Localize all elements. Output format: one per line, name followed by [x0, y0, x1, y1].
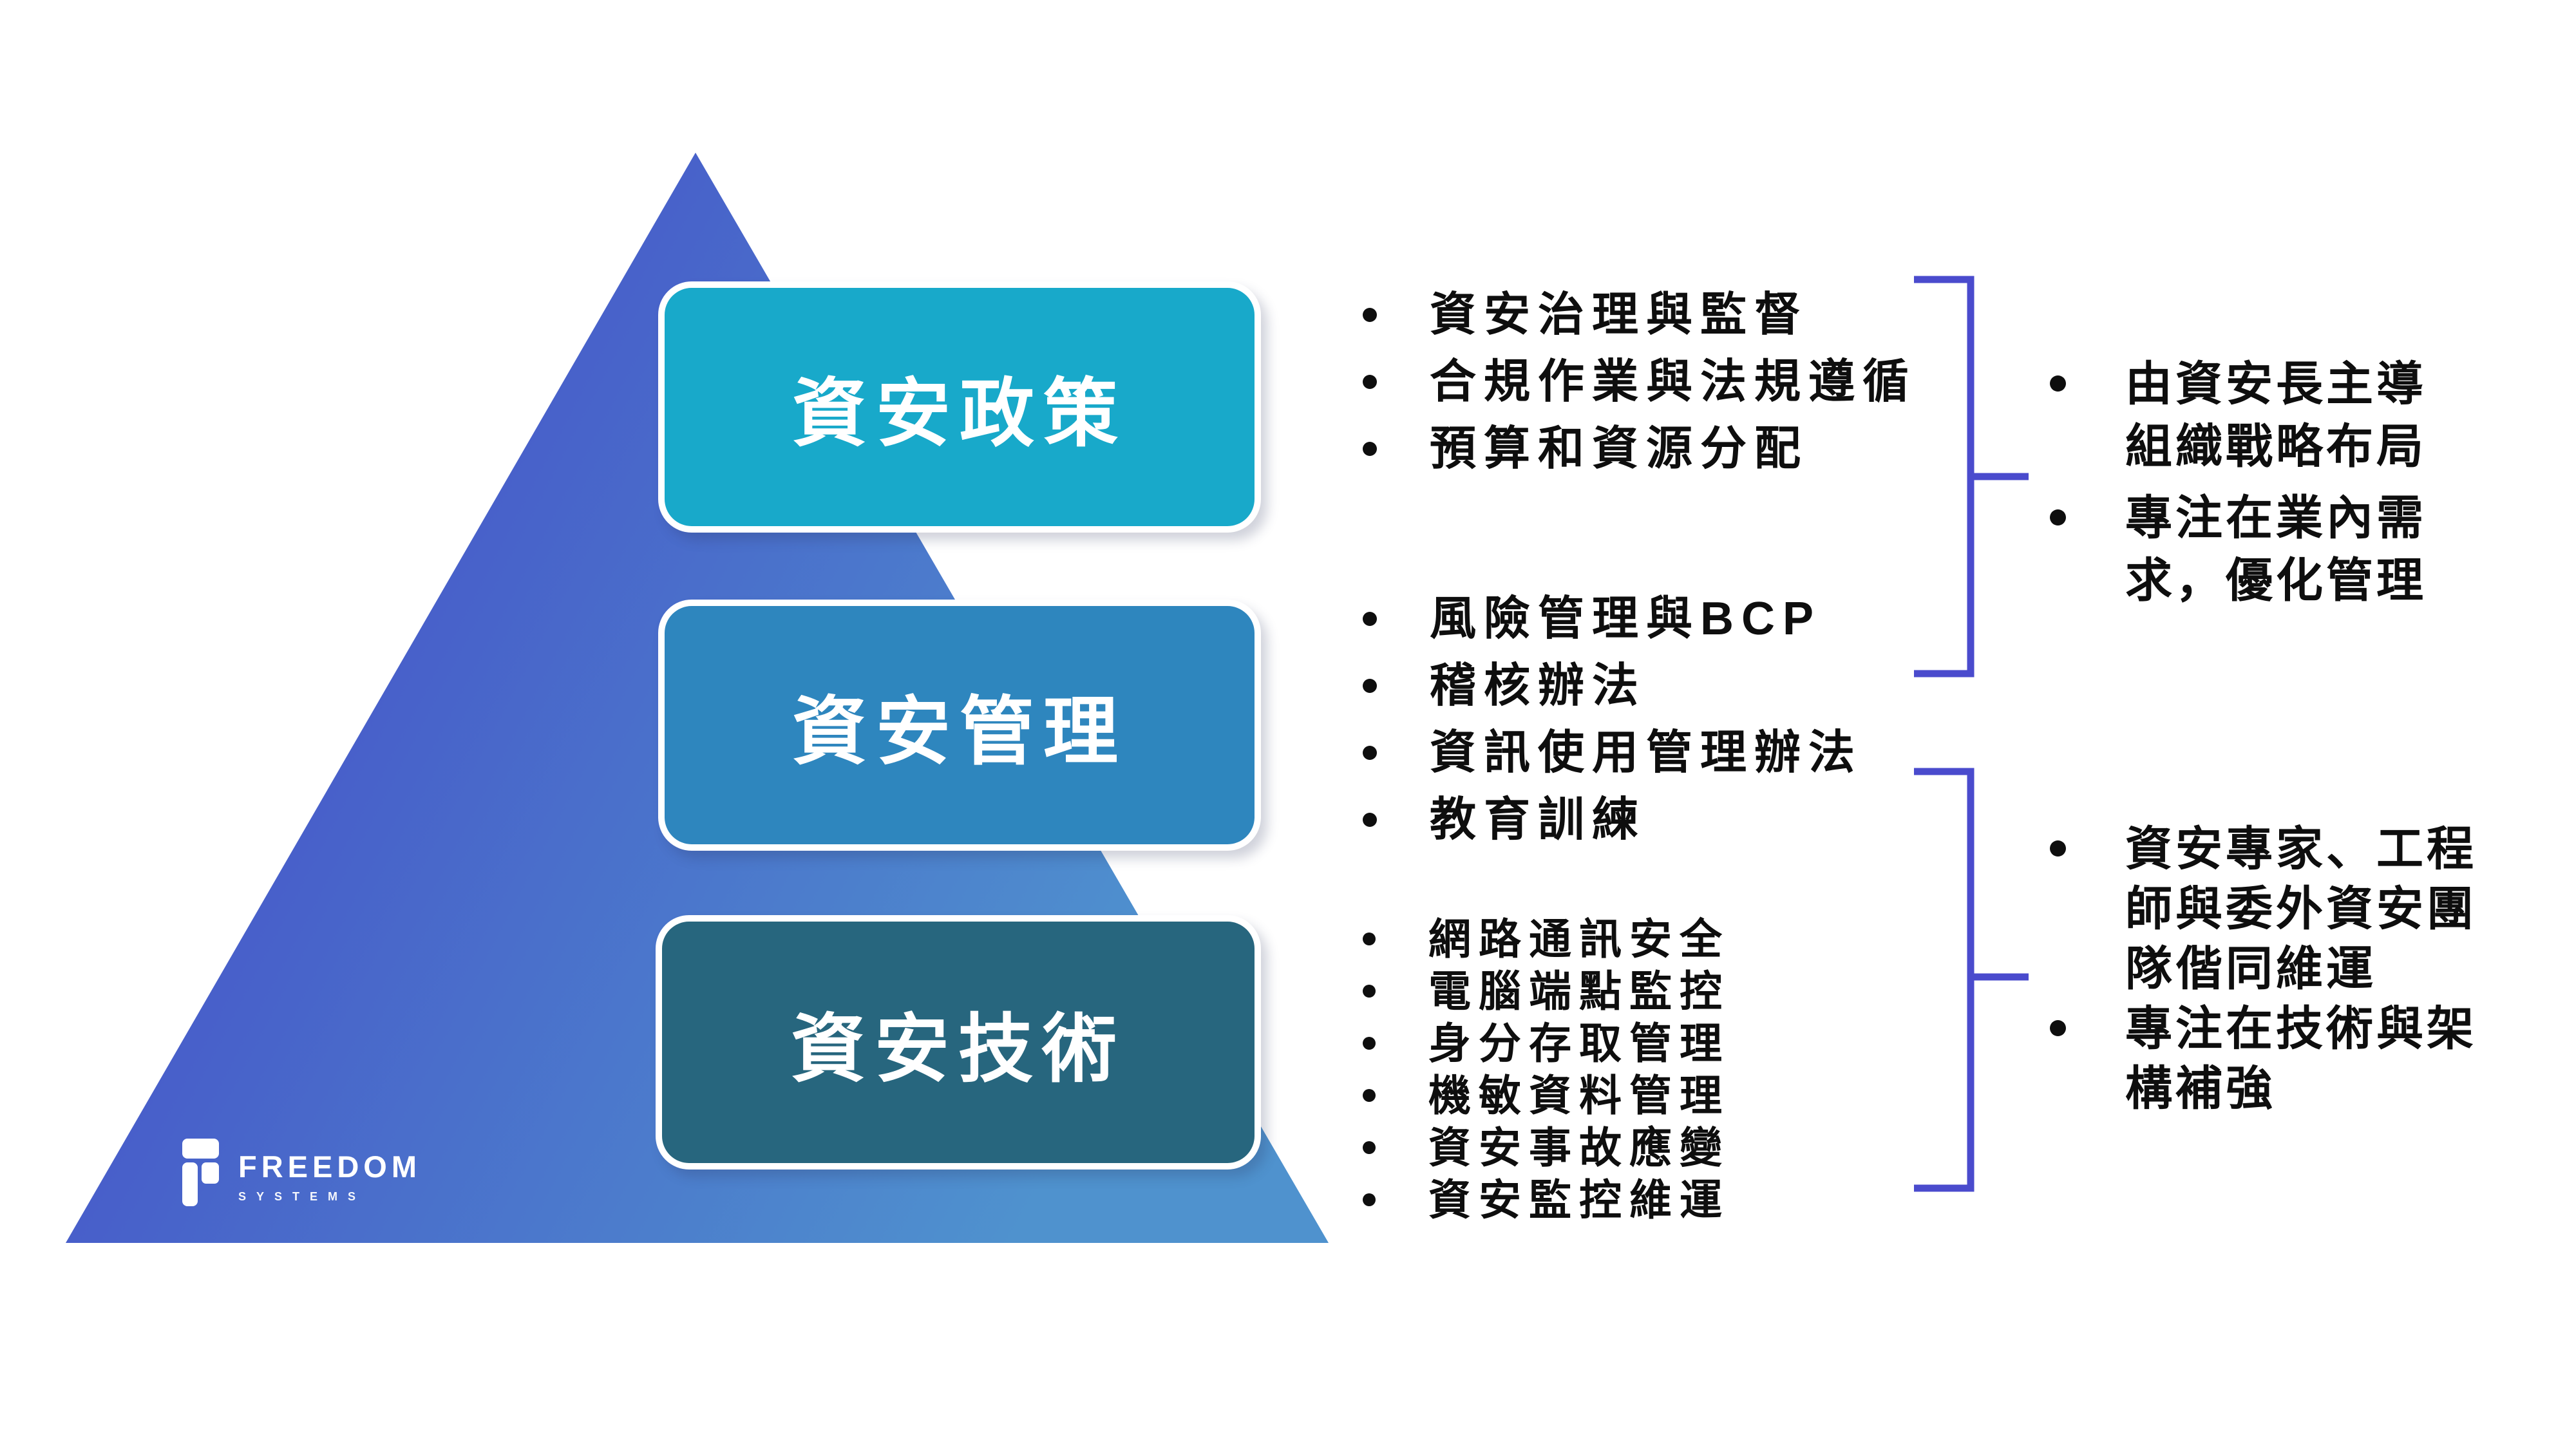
- list-item-text: 機敏資料管理: [1428, 1072, 1730, 1119]
- policy-bullet-list: 資安治理與監督 合規作業與法規遵循 預算和資源分配: [1363, 281, 1917, 482]
- bullet-dot: [1363, 933, 1376, 945]
- logo-shape: [202, 1162, 219, 1184]
- bullet-dot: [2050, 509, 2066, 526]
- list-item: 資安監控維運: [1363, 1174, 1730, 1226]
- bracket-governance: [1914, 276, 2029, 677]
- bullet-dot: [1363, 1141, 1376, 1154]
- bullet-dot: [1363, 442, 1377, 456]
- logo-shape: [182, 1162, 198, 1206]
- pyramid-level-management-label: 資安管理: [792, 690, 1127, 773]
- list-item-text: 身分存取管理: [1428, 1019, 1730, 1067]
- list-item-text: 網路通訊安全: [1428, 915, 1730, 963]
- bullet-dot: [1363, 375, 1377, 389]
- logo-sub-brand: SYSTEMS: [238, 1190, 366, 1203]
- annotation-text: 由資安長主導 組織戰略布局: [2125, 358, 2427, 473]
- list-item-text: 預算和資源分配: [1430, 423, 1809, 475]
- logo-shape: [182, 1139, 219, 1159]
- governance-annotation: 由資安長主導 組織戰略布局 專注在業內需 求，優化管理: [2050, 353, 2512, 612]
- bullet-dot: [1363, 308, 1377, 322]
- list-item: 預算和資源分配: [1363, 415, 1917, 482]
- bullet-dot: [1363, 813, 1377, 827]
- logo-text: FREEDOM SYSTEMS: [238, 1139, 421, 1204]
- annotation-item: 專注在業內需 求，優化管理: [2050, 487, 2512, 612]
- bullet-dot: [1363, 1193, 1376, 1206]
- list-item-text: 資訊使用管理辦法: [1430, 727, 1863, 779]
- list-item-text: 風險管理與BCP: [1430, 593, 1822, 645]
- pyramid-level-management: 資安管理: [658, 600, 1261, 851]
- list-item-text: 電腦端點監控: [1428, 967, 1730, 1015]
- bracket-technical: [1914, 768, 2029, 1192]
- pyramid-level-technology: 資安技術: [656, 915, 1261, 1170]
- list-item: 稽核辦法: [1363, 652, 1862, 719]
- bullet-dot: [1363, 985, 1376, 998]
- list-item-text: 資安治理與監督: [1430, 289, 1809, 341]
- list-item: 身分存取管理: [1363, 1018, 1730, 1070]
- pyramid-level-technology-label: 資安技術: [791, 1007, 1126, 1091]
- list-item: 電腦端點監控: [1363, 965, 1730, 1018]
- bullet-dot: [1363, 679, 1377, 693]
- pyramid-level-policy-label: 資安政策: [792, 372, 1127, 455]
- annotation-text: 專注在業內需 求，優化管理: [2125, 492, 2427, 607]
- management-bullet-list: 風險管理與BCP 稽核辦法 資訊使用管理辦法 教育訓練: [1363, 585, 1862, 853]
- pyramid-level-policy: 資安政策: [658, 281, 1261, 533]
- annotation-item: 由資安長主導 組織戰略布局: [2050, 353, 2512, 478]
- list-item-text: 資安監控維運: [1428, 1176, 1730, 1224]
- bullet-dot: [1363, 1037, 1376, 1050]
- list-item: 資安治理與監督: [1363, 281, 1917, 348]
- technology-bullet-list: 網路通訊安全 電腦端點監控 身分存取管理 機敏資料管理 資安事故應變 資安監控維…: [1363, 913, 1730, 1226]
- list-item-text: 教育訓練: [1430, 794, 1647, 846]
- list-item-text: 合規作業與法規遵循: [1430, 356, 1917, 408]
- annotation-text: 資安專家、工程 師與委外資安團 隊偕同維運: [2125, 823, 2477, 995]
- list-item: 風險管理與BCP: [1363, 585, 1862, 652]
- annotation-text: 專注在技術與架 構補強: [2125, 1003, 2477, 1115]
- list-item-text: 稽核辦法: [1430, 660, 1647, 712]
- bullet-dot: [1363, 1089, 1376, 1102]
- bullet-dot: [2050, 840, 2066, 857]
- list-item: 機敏資料管理: [1363, 1070, 1730, 1122]
- freedom-logo-mark-icon: [182, 1139, 219, 1206]
- list-item: 資訊使用管理辦法: [1363, 719, 1862, 786]
- list-item: 資安事故應變: [1363, 1122, 1730, 1174]
- annotation-item: 專注在技術與架 構補強: [2050, 999, 2512, 1119]
- bullet-dot: [2050, 375, 2066, 392]
- technical-annotation: 資安專家、工程 師與委外資安團 隊偕同維運 專注在技術與架 構補強: [2050, 819, 2512, 1119]
- list-item-text: 資安事故應變: [1428, 1124, 1730, 1171]
- bullet-dot: [2050, 1020, 2066, 1036]
- freedom-systems-logo: FREEDOM SYSTEMS: [182, 1139, 421, 1206]
- bullet-dot: [1363, 612, 1377, 626]
- annotation-item: 資安專家、工程 師與委外資安團 隊偕同維運: [2050, 819, 2512, 999]
- bullet-dot: [1363, 746, 1377, 760]
- logo-brand-name: FREEDOM: [238, 1150, 421, 1184]
- list-item: 教育訓練: [1363, 786, 1862, 853]
- list-item: 合規作業與法規遵循: [1363, 348, 1917, 415]
- list-item: 網路通訊安全: [1363, 913, 1730, 965]
